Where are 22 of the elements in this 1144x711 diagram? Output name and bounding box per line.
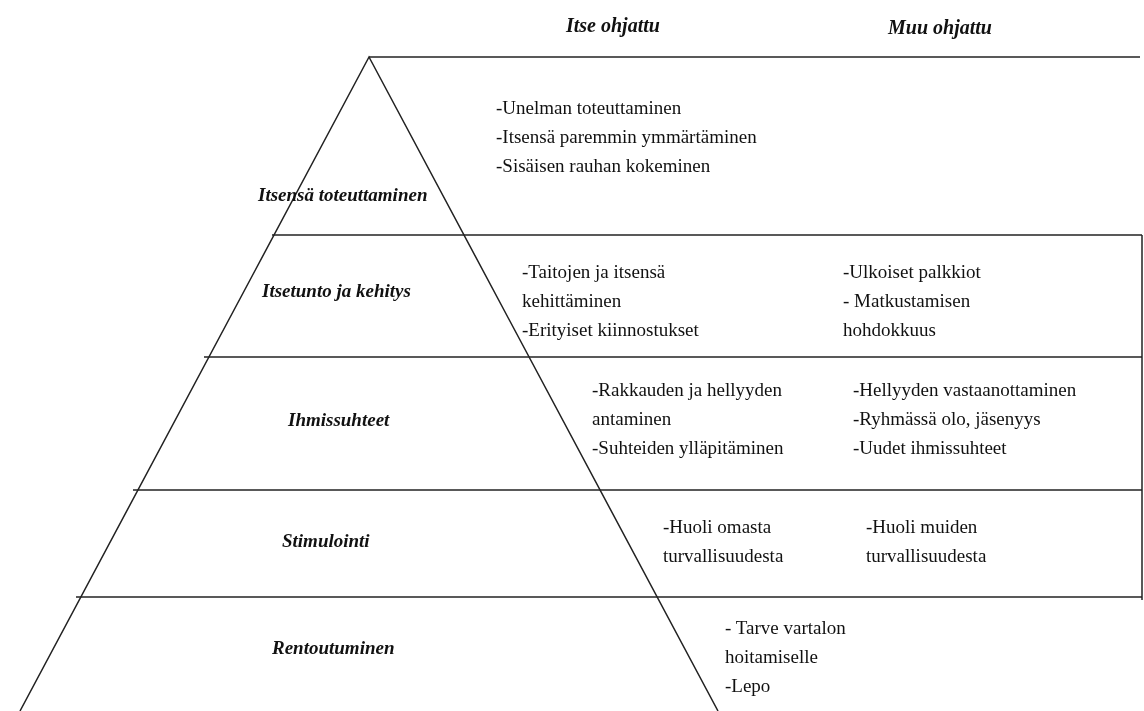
level-title: Itsetunto ja kehitys <box>262 280 411 302</box>
column-heading: Itse ohjattu <box>566 14 660 37</box>
list-item: -Uudet ihmissuhteet <box>853 436 1008 460</box>
level-title: Ihmissuhteet <box>288 409 390 431</box>
list-item: -Suhteiden ylläpitäminen <box>592 436 785 460</box>
list-item: -Erityiset kiinnostukset <box>522 318 700 342</box>
list-item: -Taitojen ja itsensä kehittäminen <box>522 260 667 313</box>
list-item: - Matkustamisen hohdokkuus <box>843 289 972 342</box>
list-item: -Lepo <box>725 674 772 698</box>
level-title: Rentoutuminen <box>272 637 395 659</box>
list-item: -Huoli omasta turvallisuudesta <box>663 515 785 568</box>
list-item: -Ryhmässä olo, jäsenyys <box>853 407 1042 431</box>
list-item: -Hellyyden vastaanottaminen <box>853 378 1078 402</box>
list-item: -Unelman toteuttaminen <box>496 96 683 120</box>
list-item: -Huoli muiden turvallisuudesta <box>866 515 988 568</box>
column-heading: Muu ohjattu <box>888 16 992 39</box>
list-item: -Ulkoiset palkkiot <box>843 260 982 284</box>
level-title: Stimulointi <box>282 530 370 552</box>
list-item: - Tarve vartalon hoitamiselle <box>725 616 847 669</box>
list-item: -Rakkauden ja hellyyden antaminen <box>592 378 783 431</box>
list-item: -Itsensä paremmin ymmärtäminen <box>496 125 758 149</box>
list-item: -Sisäisen rauhan kokeminen <box>496 154 712 178</box>
